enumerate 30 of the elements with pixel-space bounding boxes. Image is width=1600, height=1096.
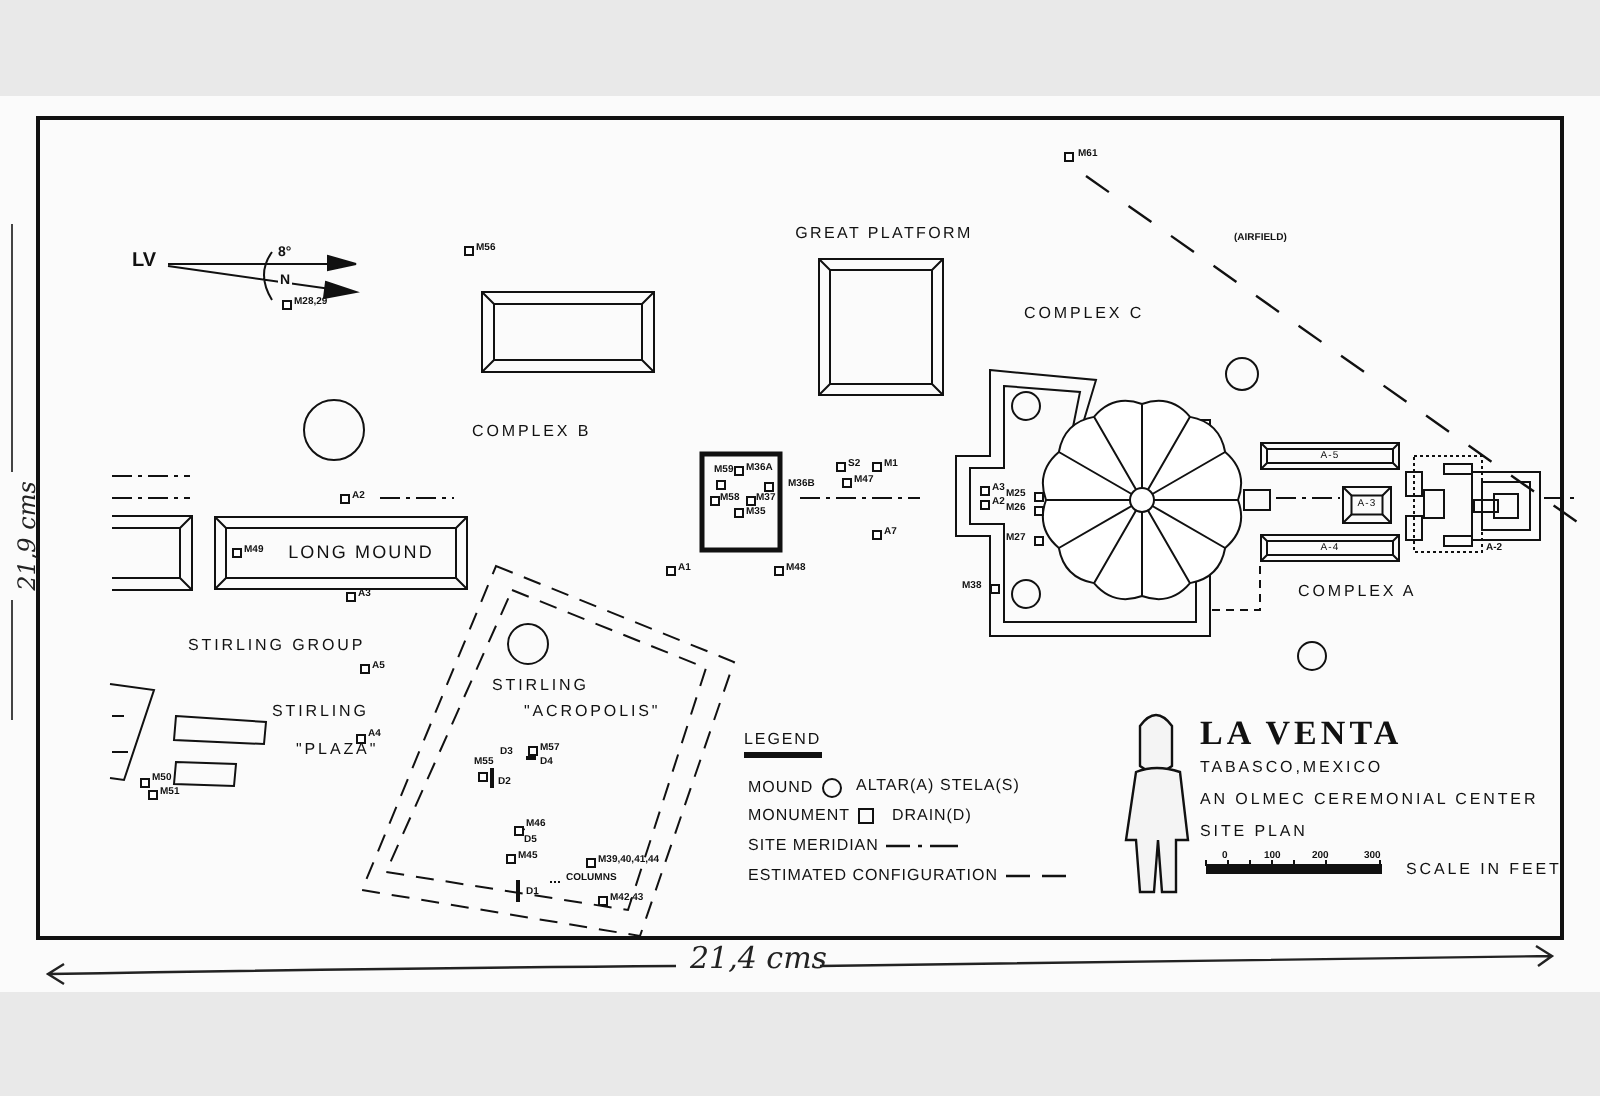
area-label: COMPLEX C <box>1024 306 1145 322</box>
area-label: STIRLING <box>492 678 589 694</box>
legend-text: MONUMENT <box>748 808 850 824</box>
handwritten-note: 21,9 cms <box>14 481 39 591</box>
legend-text: ESTIMATED CONFIGURATION <box>748 868 998 884</box>
legend-text: DRAIN(D) <box>892 808 972 824</box>
map-label: LV <box>132 252 157 272</box>
area-label: "ACROPOLIS" <box>524 704 661 720</box>
area-label: COMPLEX A <box>1298 584 1417 600</box>
handwritten-note: 21,4 cms <box>690 944 827 974</box>
area-label: STIRLING <box>272 704 369 720</box>
map-title: LA VENTA <box>1200 716 1403 750</box>
area-label: TABASCO,MEXICO <box>1200 760 1384 776</box>
mound-platform <box>1260 442 1400 470</box>
mound-platform <box>214 516 468 590</box>
legend-text: STELA(S) <box>940 778 1020 794</box>
area-label: COMPLEX B <box>472 424 592 440</box>
area-label: "PLAZA" <box>296 742 379 758</box>
legend-text: ALTAR(A) <box>856 778 935 794</box>
legend-text: MOUND <box>748 780 814 796</box>
area-label: SITE PLAN <box>1200 824 1308 840</box>
legend-text: SITE MERIDIAN <box>748 838 879 854</box>
area-label: AN OLMEC CEREMONIAL CENTER <box>1200 792 1539 808</box>
mound-platform <box>1260 534 1400 562</box>
area-label: STIRLING GROUP <box>188 638 366 654</box>
mound-platform <box>1342 486 1392 524</box>
mound-label: LONG MOUND <box>288 544 434 562</box>
legend-heading: LEGEND <box>744 732 822 758</box>
mound-label: GREAT PLATFORM <box>793 226 975 242</box>
area-label: SCALE IN FEET <box>1406 862 1562 878</box>
